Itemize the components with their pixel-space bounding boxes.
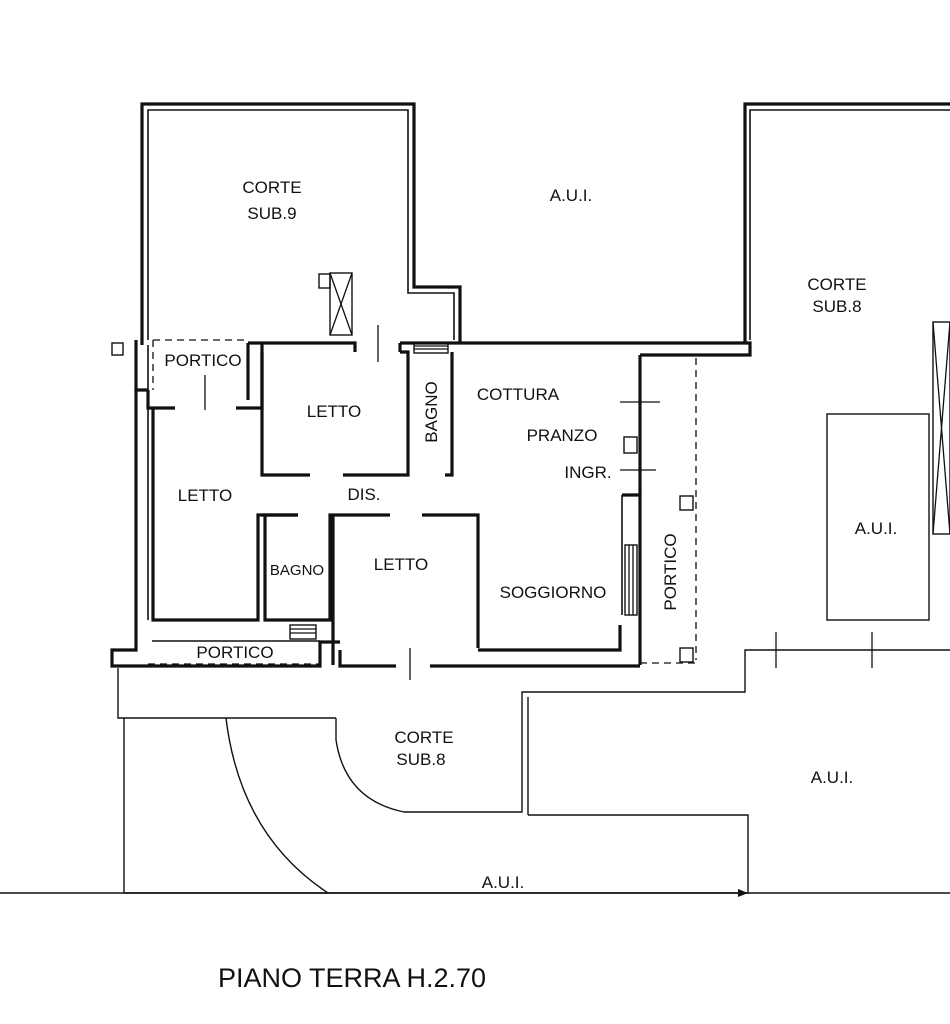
plan-title: PIANO TERRA H.2.70 bbox=[218, 963, 486, 993]
label-portico-top: PORTICO bbox=[164, 351, 241, 370]
pillar-mark bbox=[111, 342, 124, 356]
label-corte-sub8-right: CORTE bbox=[807, 275, 866, 294]
door-marks bbox=[204, 325, 873, 680]
chimney-shaft bbox=[318, 272, 353, 336]
house-walls bbox=[110, 340, 752, 668]
label-letto-center: LETTO bbox=[307, 402, 361, 421]
label-aui-bottom-right: A.U.I. bbox=[811, 768, 854, 787]
label-bagno-vertical: BAGNO bbox=[422, 381, 441, 442]
window-marks bbox=[289, 342, 638, 640]
aui-box-right bbox=[826, 413, 930, 621]
label-aui-right-box: A.U.I. bbox=[855, 519, 898, 538]
right-shaft bbox=[932, 321, 950, 535]
label-ingr: INGR. bbox=[564, 463, 611, 482]
label-aui-top: A.U.I. bbox=[550, 186, 593, 205]
label-bagno-small: BAGNO bbox=[270, 562, 324, 579]
label-corte-sub8-bottom-number: SUB.8 bbox=[396, 750, 445, 769]
label-pranzo: PRANZO bbox=[527, 426, 598, 445]
corte-sub9-boundary bbox=[140, 102, 462, 345]
label-letto-bottom: LETTO bbox=[374, 555, 428, 574]
label-corte-sub8-bottom: CORTE bbox=[394, 728, 453, 747]
label-letto-left: LETTO bbox=[178, 486, 232, 505]
corte-sub8-right-boundary bbox=[743, 102, 950, 621]
label-corte-sub8-right-number: SUB.8 bbox=[812, 297, 861, 316]
label-portico-vertical: PORTICO bbox=[661, 533, 680, 610]
label-portico-bottom: PORTICO bbox=[196, 643, 273, 662]
label-aui-bottom: A.U.I. bbox=[482, 873, 525, 892]
label-corte-sub9-number: SUB.9 bbox=[247, 204, 296, 223]
label-corte-sub9: CORTE bbox=[242, 178, 301, 197]
portico-right-boundary bbox=[148, 339, 700, 665]
label-soggiorno: SOGGIORNO bbox=[500, 583, 607, 602]
label-dis: DIS. bbox=[347, 485, 380, 504]
site-boundaries bbox=[0, 649, 950, 897]
label-cottura: COTTURA bbox=[477, 385, 560, 404]
